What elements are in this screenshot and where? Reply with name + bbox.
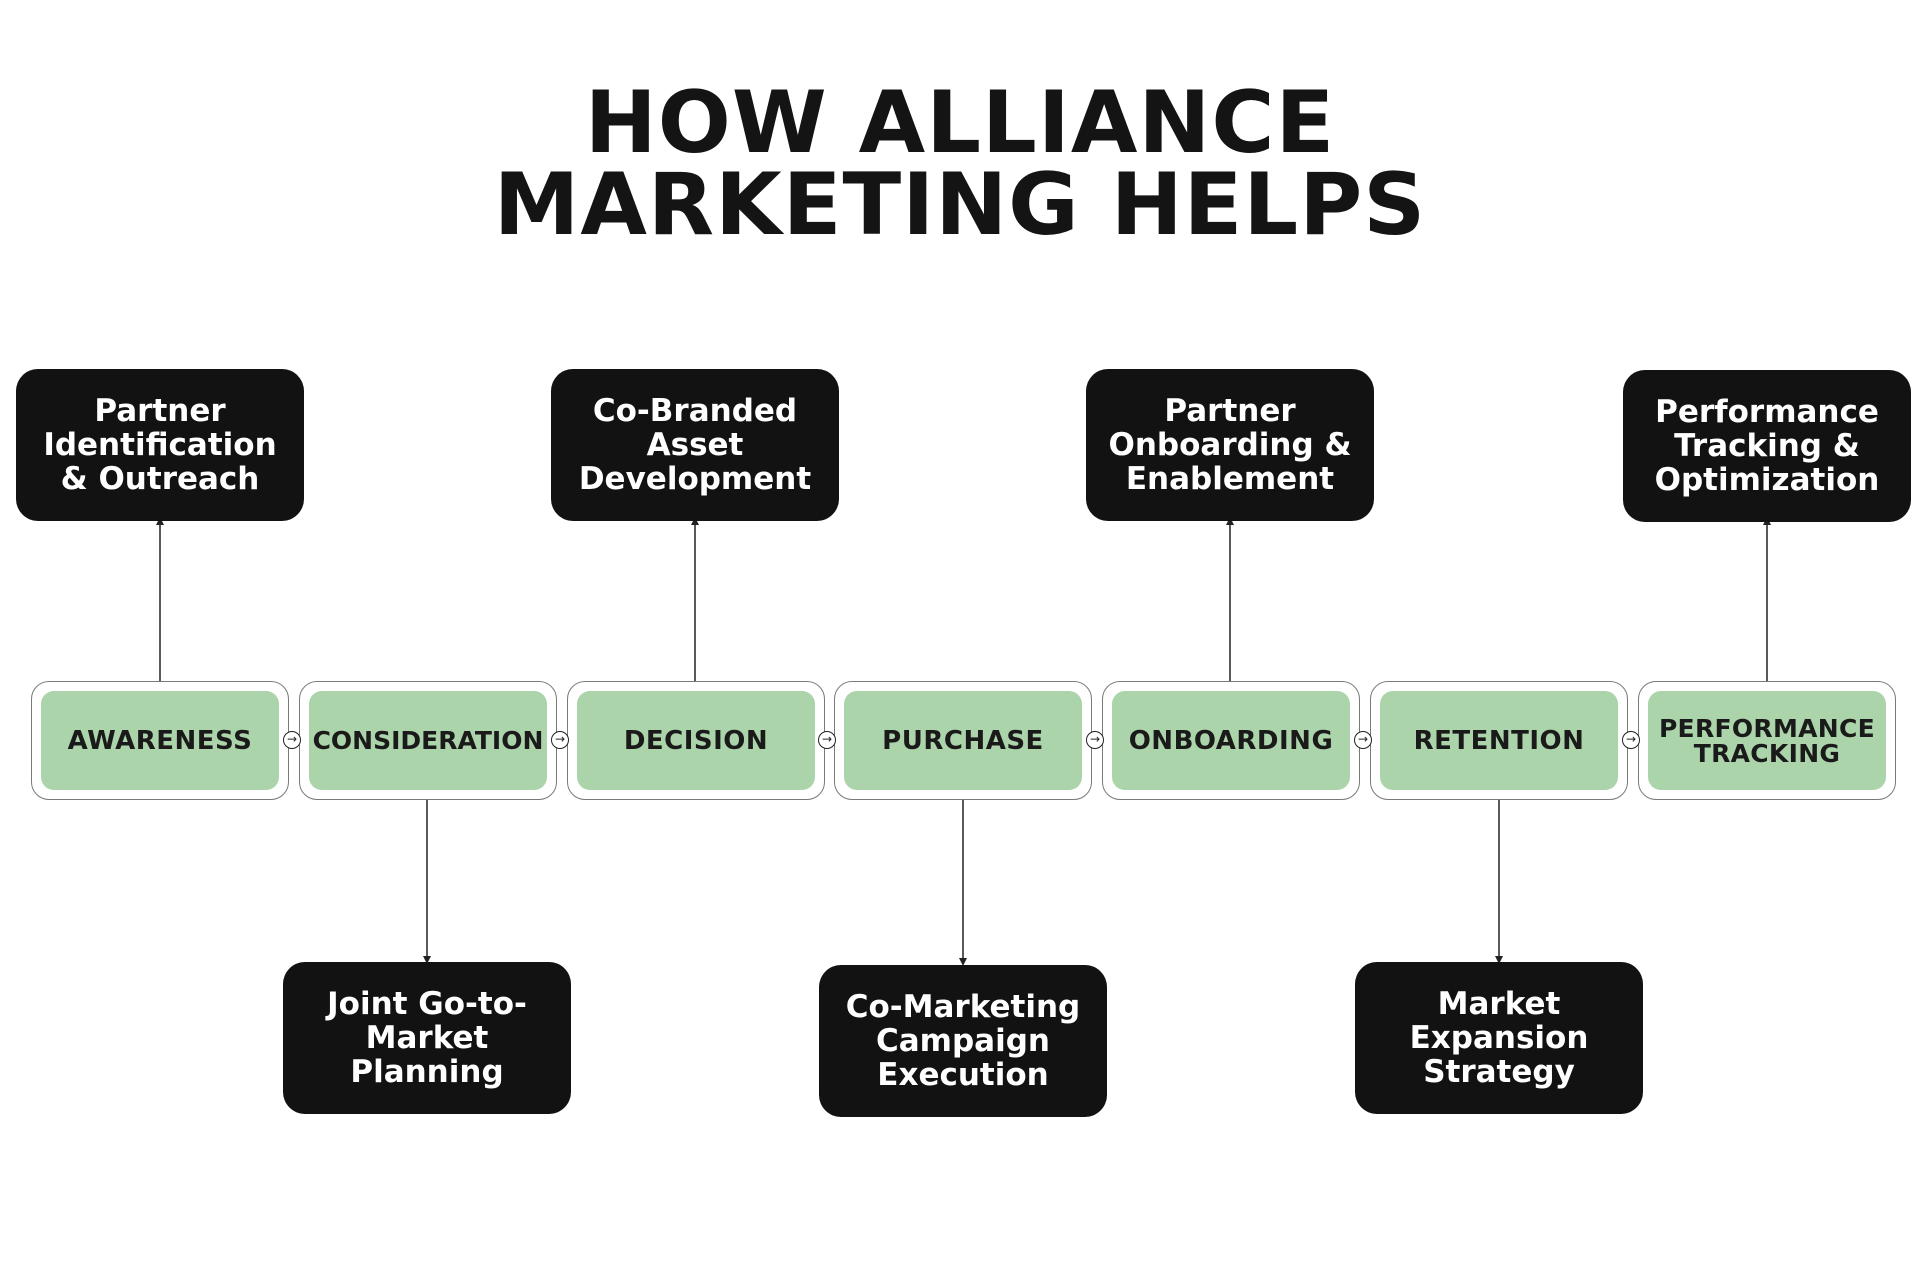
- stage-retention: RETENTION: [1370, 681, 1628, 800]
- arrow-right-circle-icon: →: [1622, 731, 1640, 749]
- activity-performance-tracking-optimization: Performance Tracking & Optimization: [1623, 370, 1911, 522]
- activity-co-branded-asset-development: Co-Branded Asset Development: [551, 369, 839, 521]
- stage-onboarding: ONBOARDING: [1102, 681, 1360, 800]
- stage-label: ONBOARDING: [1112, 691, 1350, 790]
- stage-purchase: PURCHASE: [834, 681, 1092, 800]
- activity-joint-go-to-market-planning: Joint Go-to-Market Planning: [283, 962, 571, 1114]
- activity-market-expansion-strategy: Market Expansion Strategy: [1355, 962, 1643, 1114]
- stage-label: PERFORMANCE TRACKING: [1648, 691, 1886, 790]
- arrow-right-circle-icon: →: [1354, 731, 1372, 749]
- page-title: HOW ALLIANCE MARKETING HELPS: [0, 73, 1920, 255]
- arrow-right-circle-icon: →: [551, 731, 569, 749]
- stage-label: PURCHASE: [844, 691, 1082, 790]
- stage-performance-tracking: PERFORMANCE TRACKING: [1638, 681, 1896, 800]
- title-line-1: HOW ALLIANCE: [584, 73, 1336, 173]
- stage-label: RETENTION: [1380, 691, 1618, 790]
- stage-decision: DECISION: [567, 681, 825, 800]
- stage-label: DECISION: [577, 691, 815, 790]
- stage-consideration: CONSIDERATION: [299, 681, 557, 800]
- activity-co-marketing-campaign-execution: Co-Marketing Campaign Execution: [819, 965, 1107, 1117]
- arrow-right-circle-icon: →: [1086, 731, 1104, 749]
- stage-label: CONSIDERATION: [309, 691, 547, 790]
- arrow-right-circle-icon: →: [818, 731, 836, 749]
- activity-partner-identification: Partner Identification & Outreach: [16, 369, 304, 521]
- activity-partner-onboarding: Partner Onboarding & Enablement: [1086, 369, 1374, 521]
- arrow-right-circle-icon: →: [283, 731, 301, 749]
- title-line-2: MARKETING HELPS: [493, 155, 1427, 255]
- stage-awareness: AWARENESS: [31, 681, 289, 800]
- stage-label: AWARENESS: [41, 691, 279, 790]
